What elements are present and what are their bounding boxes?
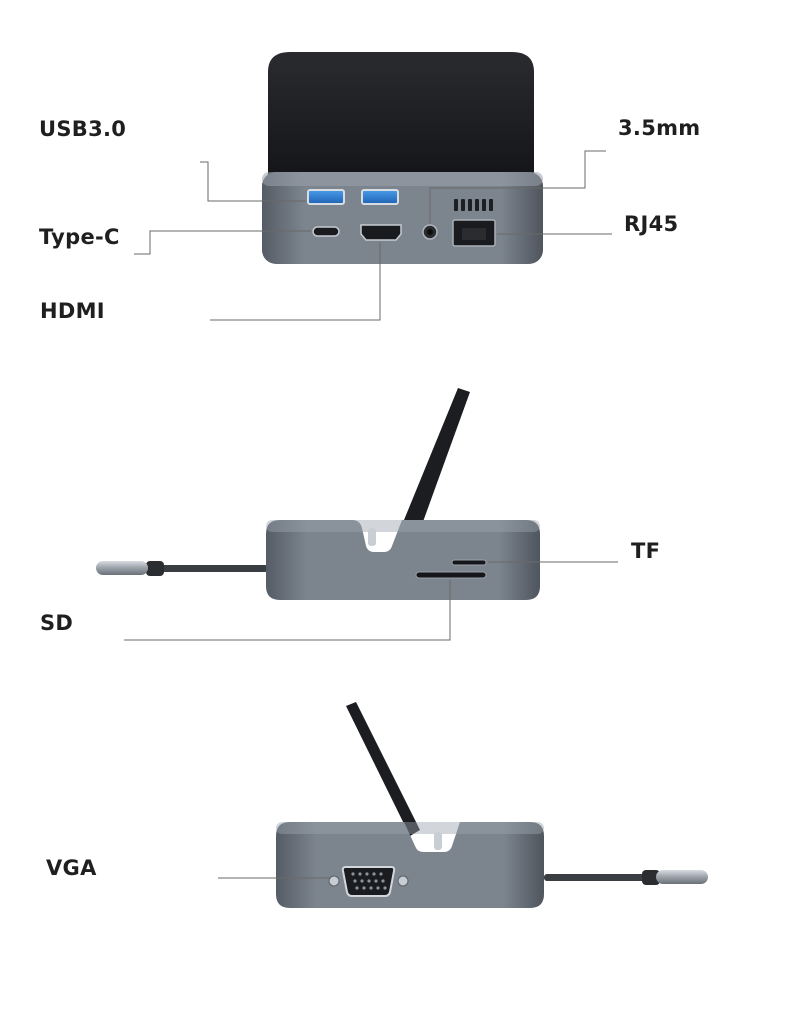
- typec-leader: [134, 230, 311, 255]
- back-cable: [544, 874, 646, 881]
- sd-card-slot: [415, 571, 487, 579]
- tf-card-slot: [451, 559, 487, 566]
- tf-label: TF: [631, 539, 661, 563]
- vga-pins: [351, 872, 387, 890]
- back-usbc-plug: [656, 870, 708, 884]
- hdmi-port: [360, 224, 402, 241]
- usb-leader: [200, 161, 306, 202]
- sd-leader: [124, 580, 451, 641]
- hdmi-label: HDMI: [40, 299, 105, 323]
- back-charging-pin: [434, 832, 442, 850]
- side-view-device: [96, 388, 540, 600]
- front-leader-lines: [134, 150, 612, 321]
- vga-screw-right: [397, 875, 409, 887]
- back-stand-plate: [346, 702, 420, 836]
- usb-label: USB3.0: [39, 117, 127, 141]
- vga-label: VGA: [46, 856, 97, 880]
- hdmi-leader: [210, 242, 381, 321]
- side-charging-pin: [368, 528, 376, 546]
- back-view-device: [276, 702, 708, 908]
- vga-screw-left: [328, 875, 340, 887]
- side-hub-body: [266, 520, 540, 600]
- back-cable-strain-relief: [642, 870, 660, 885]
- rj45-label: RJ45: [624, 212, 679, 236]
- audio-leader: [429, 150, 606, 224]
- vent-grille: [454, 199, 493, 211]
- typec-port: [312, 226, 340, 237]
- usb-port-2: [361, 189, 399, 205]
- side-cable: [160, 565, 268, 572]
- front-view-device: [262, 52, 543, 264]
- usb-port-1: [307, 189, 345, 205]
- side-cable-strain-relief: [146, 561, 164, 576]
- sd-label: SD: [40, 611, 74, 635]
- side-usbc-plug: [96, 561, 148, 575]
- back-hub-body: [276, 822, 544, 908]
- audio-label: 3.5mm: [618, 116, 701, 140]
- side-stand-plate: [404, 388, 470, 530]
- side-leader-lines: [124, 561, 618, 641]
- typec-label: Type-C: [39, 225, 120, 249]
- front-stand-plate: [268, 52, 534, 178]
